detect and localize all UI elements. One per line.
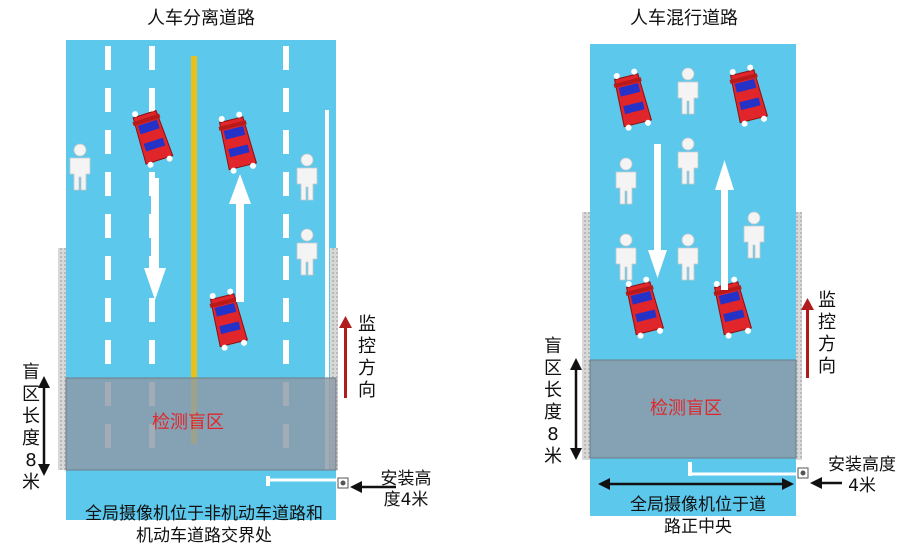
vertical-label-char: 米 [544, 446, 562, 467]
right-camera-position-caption: 全局摄像机位于道路正中央 [630, 495, 766, 537]
vertical-label-char: 度 [22, 428, 40, 449]
right-monitor-direction-label: 监控方向 [818, 290, 836, 378]
right-blind-zone-label: 检测盲区 [650, 398, 722, 419]
right-diagram-title: 人车混行道路 [630, 8, 738, 29]
vertical-label-char: 控 [358, 336, 376, 357]
vertical-label-char: 区 [22, 384, 40, 405]
right-install-height-label: 安装高度4米 [828, 455, 896, 496]
vertical-label-char: 向 [818, 356, 836, 377]
left-install-height-label: 安装高度4米 [380, 469, 432, 510]
vertical-label-char: 控 [818, 312, 836, 333]
vertical-label-char: 度 [544, 402, 562, 423]
vertical-label-char: 方 [358, 358, 376, 379]
left-lane-markings [105, 46, 329, 470]
arrow-down-icon [144, 178, 166, 300]
left-monitor-arrow-icon [339, 316, 352, 398]
right-install-arrow-icon [810, 477, 842, 489]
vertical-label-char: 方 [818, 334, 836, 355]
vertical-label-char: 盲 [22, 362, 40, 383]
arrow-down-icon [648, 144, 667, 278]
arrow-up-icon [715, 160, 734, 290]
vertical-label-char: 监 [358, 314, 376, 335]
vertical-label-char: 米 [22, 472, 40, 493]
vertical-label-char: 区 [544, 358, 562, 379]
left-camera-icon [266, 476, 349, 489]
left-traffic-arrows [144, 174, 251, 302]
left-blind-length-marker [38, 376, 50, 476]
left-center-line [191, 56, 197, 444]
vertical-label-char: 8 [547, 424, 559, 445]
vertical-label-char: 监 [818, 290, 836, 311]
vertical-label-char: 8 [25, 450, 37, 471]
left-monitor-direction-label: 监控方向 [358, 314, 376, 402]
left-blind-zone [65, 377, 337, 471]
arrow-up-icon [229, 174, 251, 302]
right-blind-zone [589, 359, 797, 459]
vertical-label-char: 长 [22, 406, 40, 427]
left-install-arrow-icon [350, 481, 396, 493]
left-blind-zone-label: 检测盲区 [152, 412, 224, 433]
vertical-label-char: 盲 [544, 336, 562, 357]
right-width-marker [598, 478, 794, 490]
right-traffic-arrows [648, 144, 734, 290]
left-camera-position-caption: 全局摄像机位于非机动车道路和机动车道路交界处 [85, 504, 323, 546]
vertical-label-char: 向 [358, 380, 376, 401]
left-diagram-title: 人车分离道路 [147, 8, 255, 29]
right-camera-icon [688, 462, 809, 479]
right-monitor-arrow-icon [801, 298, 814, 378]
vertical-label-char: 长 [544, 380, 562, 401]
right-blind-length-marker [570, 358, 582, 460]
